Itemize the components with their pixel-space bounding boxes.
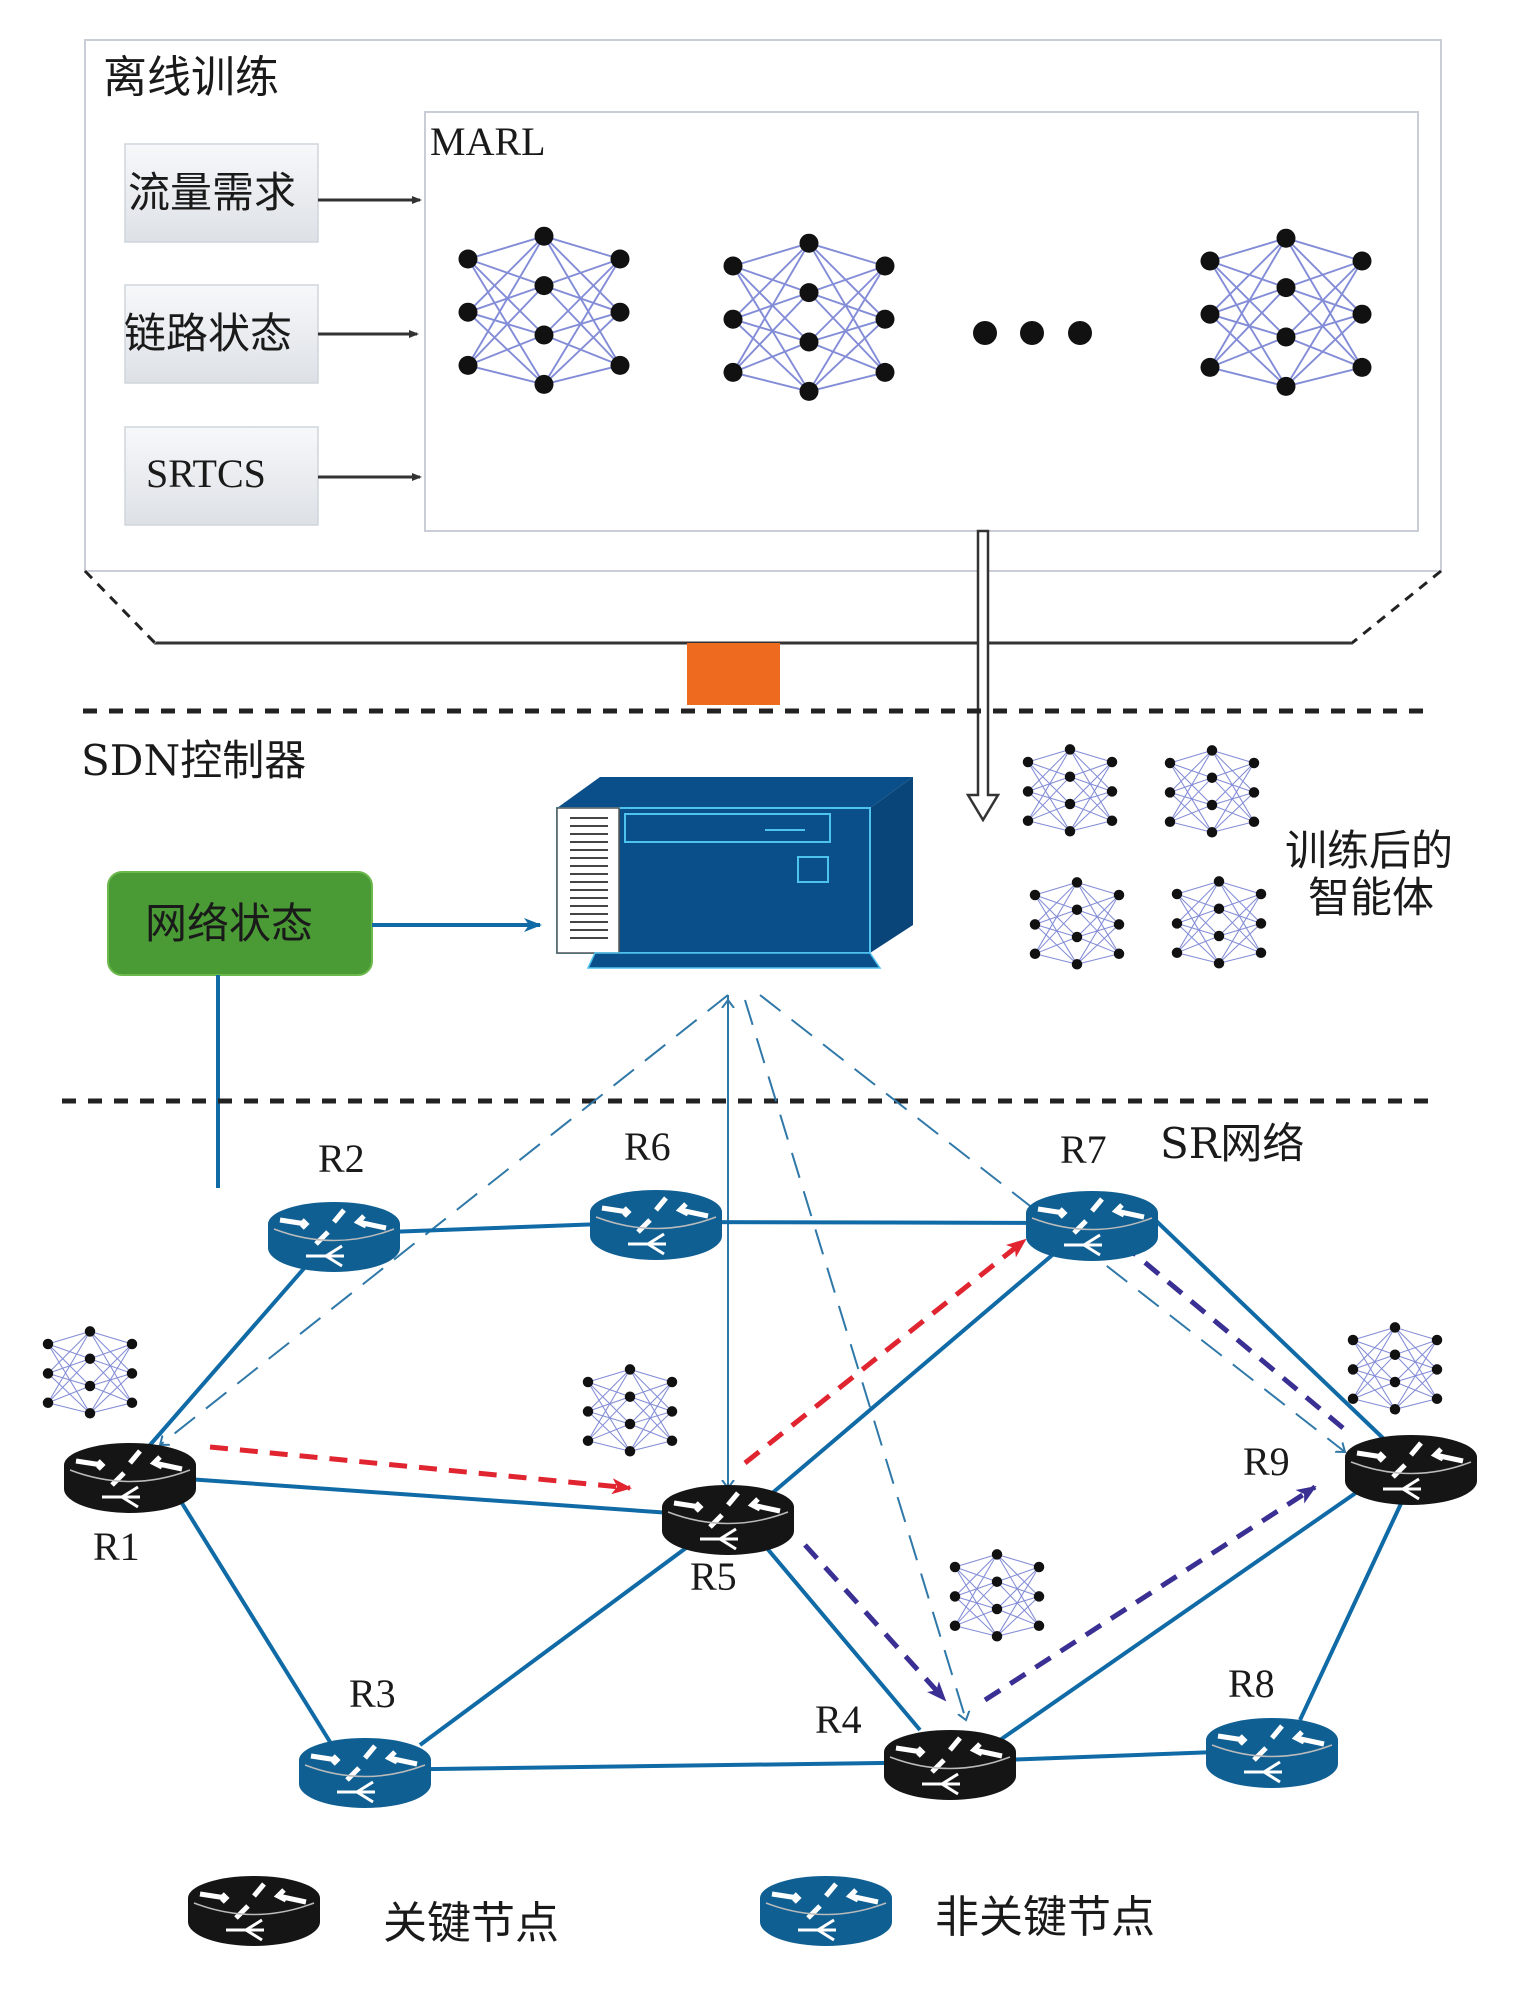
legend-key-node-label: 关键节点	[383, 1898, 559, 1949]
legend-non-key-node-icon	[760, 1876, 892, 1946]
deploy-arrow	[965, 529, 1001, 823]
marl-box	[424, 111, 1419, 532]
path-red-r5-r7	[743, 1238, 1027, 1465]
router-label-r1: R1	[93, 1524, 140, 1569]
sr-network-title: SR网络	[1160, 1119, 1304, 1168]
path-purple-r5-r4	[803, 1543, 947, 1702]
router-label-r8: R8	[1228, 1661, 1275, 1706]
router-label-r6: R6	[624, 1124, 671, 1169]
path-purple-r9-r7	[1116, 1238, 1345, 1430]
offline-training-title: 离线训练	[103, 52, 279, 103]
router-r8[interactable]	[1206, 1718, 1338, 1788]
path-purple-r4-r9	[983, 1484, 1317, 1703]
agent-network-r1	[42, 1325, 138, 1420]
agent-network-r5	[582, 1363, 678, 1458]
ellipsis-dots	[973, 321, 1092, 345]
network-state-box: 网络状态	[107, 871, 373, 976]
input-box-srtcs	[124, 426, 319, 526]
agent-network-r4	[949, 1548, 1045, 1643]
router-r9[interactable]	[1345, 1435, 1477, 1505]
router-r3[interactable]	[299, 1738, 431, 1808]
legend-key-node-icon	[188, 1876, 320, 1946]
legend-non-key-node-label: 非关键节点	[935, 1892, 1155, 1943]
input-label-link-state: 链路状态	[124, 309, 292, 358]
router-r5[interactable]	[662, 1485, 794, 1555]
sdn-controller-server[interactable]	[556, 777, 913, 969]
offline-training-panel: 离线训练 流量需求 链路状态 SRTCS MARL	[83, 39, 1443, 823]
input-box-traffic-demand	[124, 143, 319, 243]
path-red-r1-r5	[209, 1444, 632, 1495]
legend: 关键节点 非关键节点	[188, 1876, 1155, 1949]
router-r2[interactable]	[268, 1202, 400, 1272]
trained-agents-group	[1022, 743, 1267, 971]
marl-label: MARL	[430, 119, 546, 164]
router-label-r4: R4	[815, 1697, 862, 1742]
router-label-r3: R3	[349, 1671, 396, 1716]
router-r6[interactable]	[590, 1190, 722, 1260]
input-label-traffic-demand: 流量需求	[128, 168, 296, 217]
control-channels	[160, 994, 1345, 1720]
router-r7[interactable]	[1026, 1191, 1158, 1261]
router-label-r2: R2	[318, 1136, 365, 1181]
router-r1[interactable]	[64, 1443, 196, 1513]
agent-network-r9	[1347, 1321, 1443, 1416]
router-label-r9: R9	[1243, 1439, 1290, 1484]
input-label-srtcs: SRTCS	[146, 451, 266, 496]
router-label-r7: R7	[1060, 1127, 1107, 1172]
orange-connector-block	[687, 643, 780, 705]
sdn-controller-title: SDN控制器	[81, 736, 306, 785]
server-vent-icon	[570, 817, 608, 939]
trained-agents-label-line2: 智能体	[1308, 873, 1434, 922]
deployment-tray	[83, 569, 1442, 645]
trained-agents-label-line1: 训练后的	[1285, 826, 1453, 875]
router-r4[interactable]	[884, 1730, 1016, 1800]
input-box-link-state	[124, 284, 319, 384]
network-state-label: 网络状态	[145, 899, 313, 948]
router-label-r5: R5	[690, 1554, 737, 1599]
